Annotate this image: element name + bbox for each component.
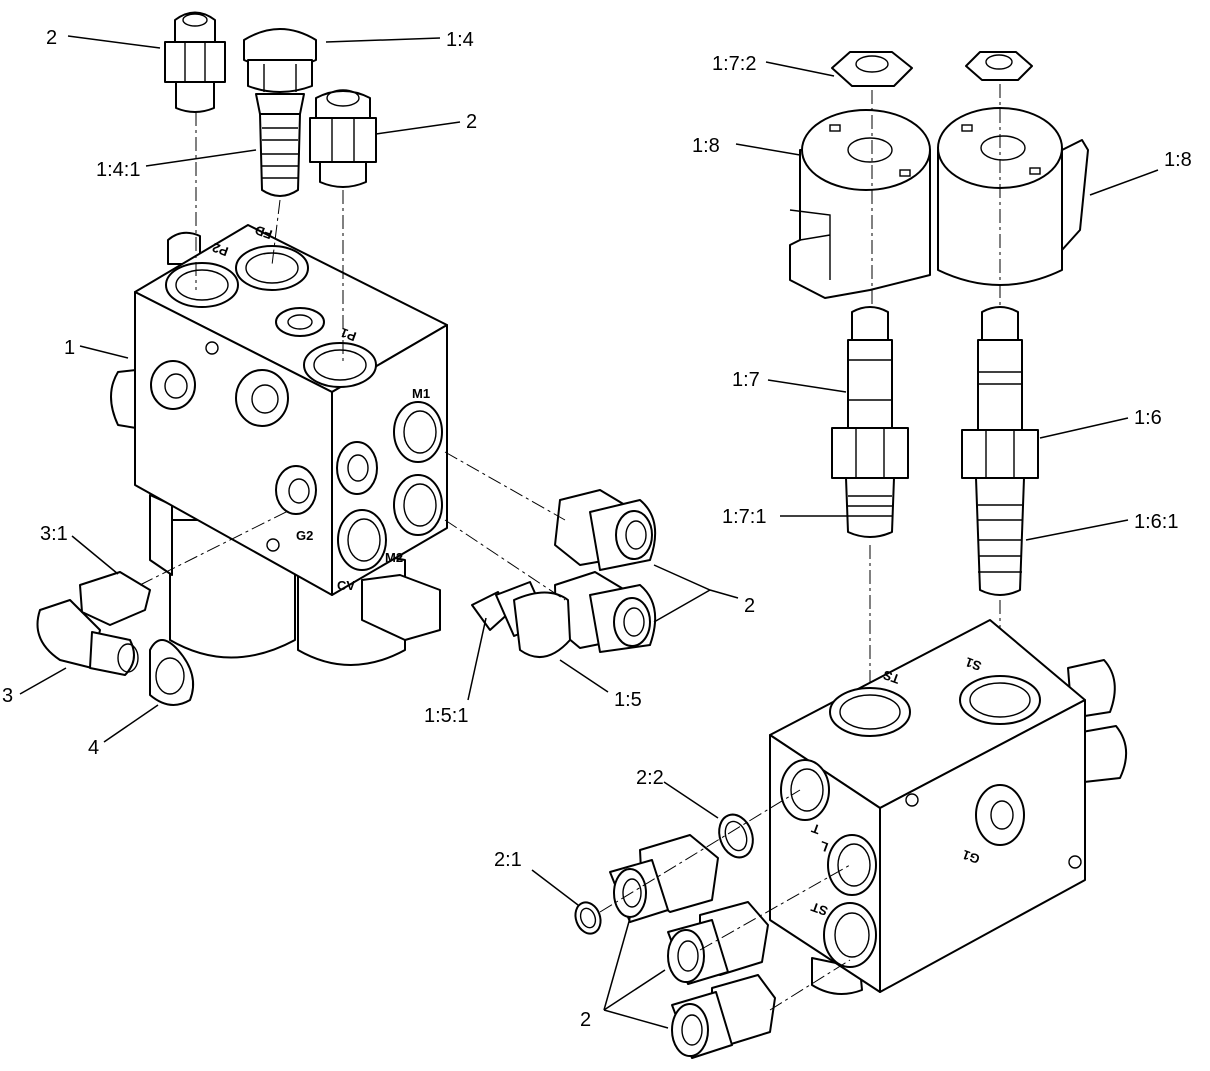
callout-1-7-1: 1:7:1 (722, 506, 766, 528)
callout-1-6: 1:6 (1134, 407, 1162, 429)
callout-1-4-1: 1:4:1 (96, 159, 140, 181)
elbow-fitting-3 (36, 571, 151, 676)
valve-stem-1-7 (831, 306, 909, 479)
callout-1: 1 (64, 337, 75, 359)
solenoid-coil-1-8-left (789, 109, 931, 299)
valve-stem-1-6 (961, 306, 1039, 479)
callout-1-6-1: 1:6:1 (1134, 511, 1178, 533)
callout-2-2: 2:2 (636, 767, 664, 789)
port-label-m1: M1 (412, 386, 430, 401)
callout-1-7: 1:7 (732, 369, 760, 391)
callout-1-7-2: 1:7:2 (712, 53, 756, 75)
fitting-2-top-left (164, 11, 226, 113)
port-label-st: ST (809, 899, 830, 919)
port-label-ts: TS (881, 667, 902, 687)
port-label-g2: G2 (296, 528, 313, 543)
cartridge-1-7-1 (845, 477, 895, 538)
cartridge-1-6-1 (975, 477, 1025, 596)
cartridge-1-4-1 (255, 93, 305, 197)
callout-3: 3 (2, 685, 13, 707)
o-ring-2-1 (574, 901, 602, 935)
right-block-side-face (879, 699, 1086, 993)
fitting-2-right-lower (671, 974, 776, 1059)
callout-4: 4 (88, 737, 99, 759)
port-label-g1: G1 (960, 847, 981, 867)
callout-1-5-1: 1:5:1 (424, 705, 468, 727)
port-label-p1: P1 (338, 325, 358, 345)
callout-2-top-right: 2 (466, 111, 477, 133)
port-label-s1: S1 (963, 654, 983, 674)
fitting-2-right-middle (667, 901, 769, 985)
callout-2-bottom: 2 (580, 1009, 591, 1031)
plug-1-4 (243, 28, 317, 93)
callout-2-top-left: 2 (46, 27, 57, 49)
left-valve-manifold (110, 224, 448, 666)
callout-3-1: 3:1 (40, 523, 68, 545)
port-label-p2: P2 (210, 240, 230, 260)
port-label-cv: CV (337, 578, 355, 593)
callout-1-4: 1:4 (446, 29, 474, 51)
nut-right (965, 51, 1033, 81)
fitting-2-side-lower (554, 571, 657, 653)
callout-2-1: 2:1 (494, 849, 522, 871)
port-label-fd: FD (253, 222, 274, 242)
callout-2-side: 2 (744, 595, 755, 617)
relief-valve-1-5 (471, 581, 571, 659)
port-label-m2: M2 (385, 550, 403, 565)
right-valve-manifold (769, 619, 1127, 995)
callout-1-5: 1:5 (614, 689, 642, 711)
o-ring-2-2 (718, 813, 754, 859)
fitting-2-right-upper (609, 834, 719, 923)
solenoid-coil-1-8-right (937, 107, 1089, 286)
fitting-2-side-upper (554, 489, 657, 571)
callout-1-8-left: 1:8 (692, 135, 720, 157)
fitting-2-top-right (309, 89, 377, 188)
leader-lines (19, 35, 1159, 1029)
cap-4 (149, 639, 194, 706)
nut-1-7-2 (831, 51, 913, 87)
callout-1-8-right: 1:8 (1164, 149, 1192, 171)
